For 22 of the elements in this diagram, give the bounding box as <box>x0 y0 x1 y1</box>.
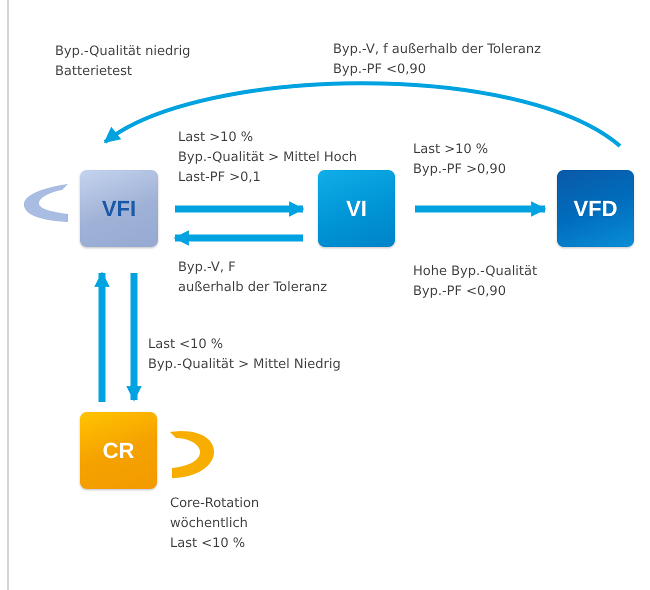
arrow <box>94 271 110 402</box>
arrow <box>173 230 303 246</box>
arrow <box>415 201 547 217</box>
state-note: Core-Rotation wöchentlich Last <10 % <box>170 495 260 553</box>
condition-note: Byp.-Qualität niedrig Batterietest <box>55 43 190 81</box>
edge-label: Last <10 % Byp.-Qualität > Mittel Niedrig <box>148 336 341 374</box>
state-box <box>80 412 157 489</box>
state-label: CR <box>102 438 134 464</box>
condition-note: Hohe Byp.-Qualität Byp.-PF <0,90 <box>413 263 538 301</box>
edge-label: Byp.-V, f außerhalb der Toleranz Byp.-PF <0,90 <box>333 41 541 79</box>
arrow <box>104 81 622 148</box>
arrow <box>175 201 305 217</box>
state-box <box>80 170 158 247</box>
arrow <box>126 273 142 402</box>
state-box <box>318 170 395 247</box>
state-label: VFD <box>574 196 618 222</box>
state-label: VFI <box>102 196 136 222</box>
edge-label: Last >10 % Byp.-PF >0,90 <box>413 141 506 179</box>
state-label: VI <box>346 196 367 222</box>
edge-label: Byp.-V, F außerhalb der Toleranz <box>178 259 328 297</box>
state-box <box>557 170 634 247</box>
edge-label: Last >10 % Byp.-Qualität > Mittel Hoch Last-PF >0,1 <box>178 129 358 187</box>
